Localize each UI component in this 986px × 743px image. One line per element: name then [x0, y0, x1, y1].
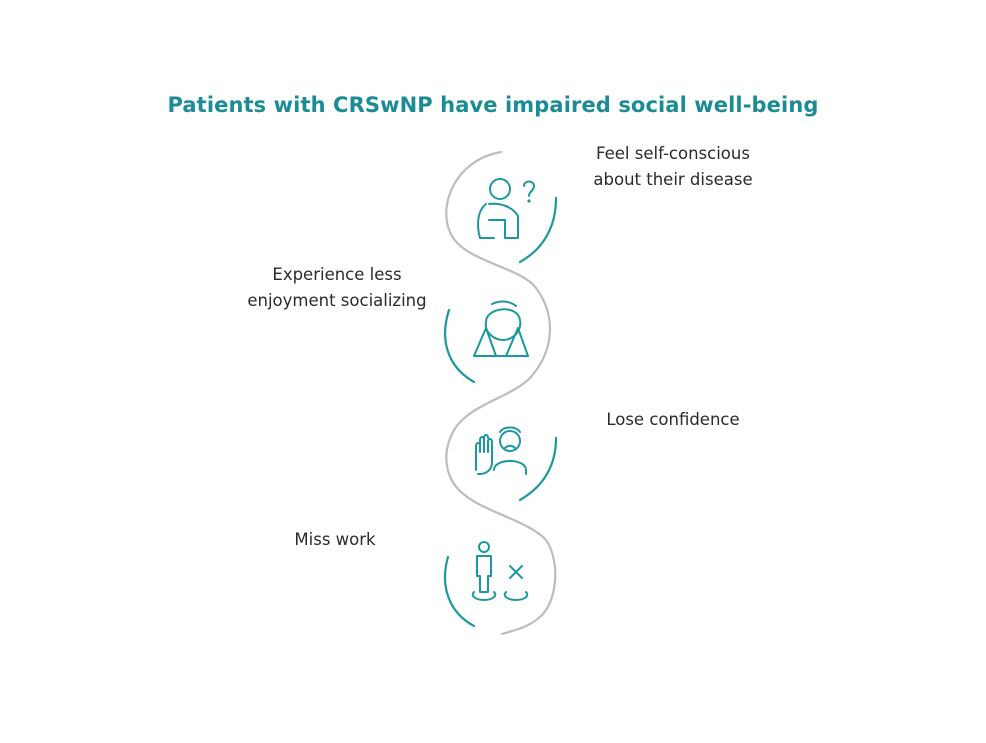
head-in-hands-icon [473, 300, 529, 357]
item-label-miss-work: Miss work [265, 527, 405, 553]
self-conscious-person-icon [477, 178, 535, 239]
item-label-line: Experience less [272, 265, 402, 284]
page-title: Patients with CRSwNP have impaired socia… [167, 93, 819, 117]
hand-raised-person-icon [475, 426, 527, 475]
item-label-line: enjoyment socializing [247, 291, 427, 310]
helix-gray-strand [445, 150, 557, 636]
item-label-self-conscious: Feel self-conscious about their disease [568, 141, 778, 193]
connector-lines [220, 197, 786, 559]
helix-teal-strand [444, 196, 558, 628]
item-label-line: Miss work [294, 530, 376, 549]
item-label-line: Lose confidence [606, 410, 740, 429]
item-label-lose-confidence: Lose confidence [588, 407, 758, 433]
item-label-line: Feel self-conscious [596, 144, 750, 163]
absent-person-icon [471, 541, 529, 601]
item-label-less-enjoyment: Experience less enjoyment socializing [232, 262, 442, 314]
item-label-line: about their disease [593, 170, 753, 189]
